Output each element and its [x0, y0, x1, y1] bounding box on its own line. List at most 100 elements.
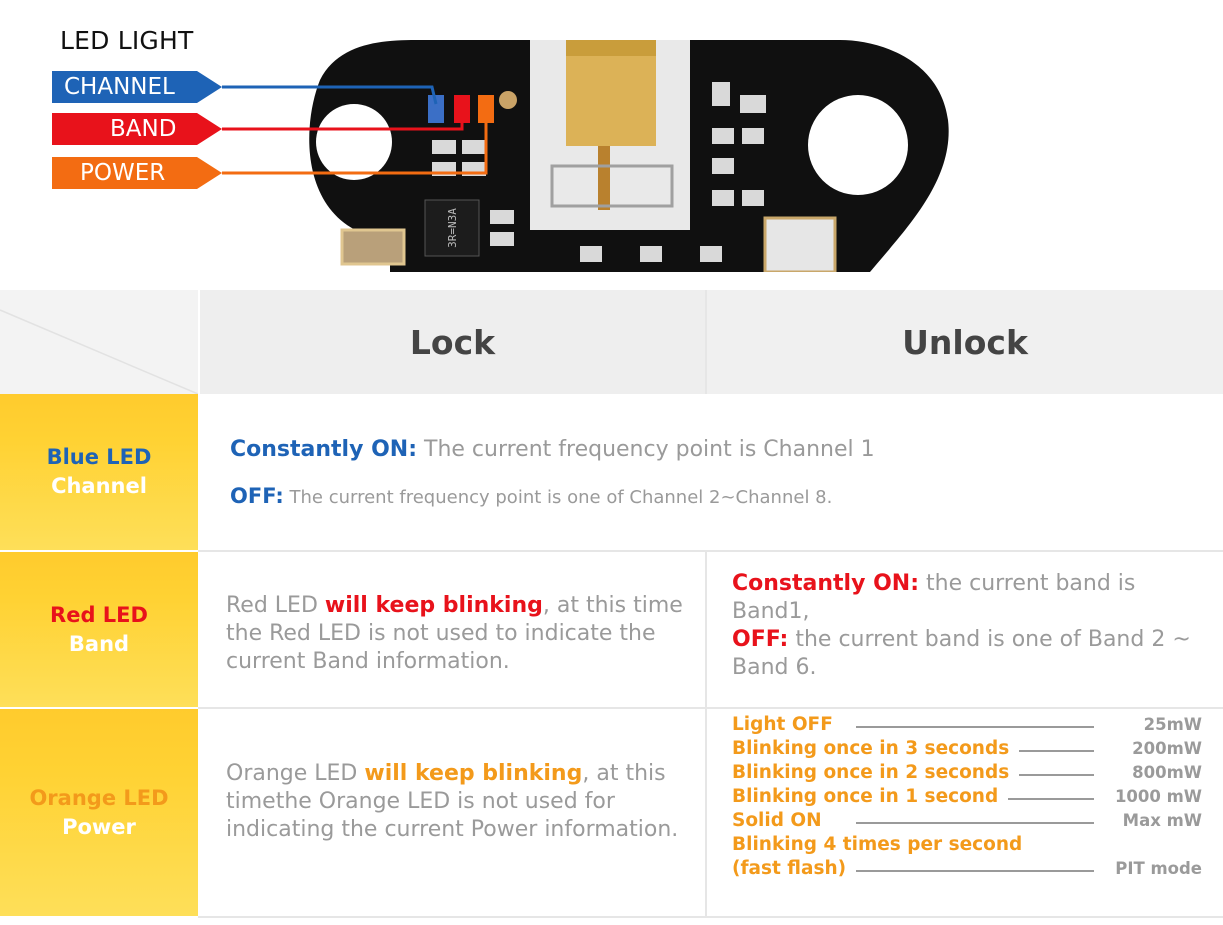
row-label-blue: Blue LED Channel [0, 394, 198, 550]
power-level-state: Solid ON [732, 810, 822, 831]
connector-face [566, 56, 656, 146]
power-level-value: Max mW [1122, 811, 1202, 830]
red-off-key: OFF: [732, 627, 789, 652]
power-level-leader [856, 726, 1094, 728]
component [742, 190, 764, 206]
power-level-row: Light OFF 25mW [732, 714, 1212, 738]
red-lock-post: , at this time the Red LED is not used t… [226, 593, 683, 674]
board-svg: 3R=N3A [222, 40, 949, 272]
power-label: Power [62, 814, 136, 839]
blue-on-key: Constantly ON: [230, 437, 418, 462]
component [700, 246, 722, 262]
component [712, 82, 730, 106]
orange-led-label: Orange LED [29, 785, 169, 810]
component [712, 190, 734, 206]
crystal [763, 216, 837, 272]
component [432, 140, 456, 154]
power-level-state: (fast flash) [732, 858, 847, 879]
red-on-text: the current band is Band1, [732, 571, 1136, 624]
orange-lock-pre: Orange LED [226, 761, 365, 786]
power-level-leader [1008, 798, 1094, 800]
board-illustration: 3R=N3A LED LIGHT CHANNEL BAND POWER [0, 0, 1223, 272]
component [740, 95, 766, 113]
corner-diagonal [0, 309, 199, 395]
channel-leader-line [222, 85, 438, 105]
power-level-value: 25mW [1143, 715, 1202, 734]
power-level-state: Blinking once in 1 second [732, 786, 999, 807]
power-tag: POWER [52, 157, 222, 189]
power-level-row: Solid ON Max mW [732, 810, 1212, 834]
column-separator [705, 552, 707, 916]
band-tag: BAND [52, 113, 222, 145]
band-leader-line [222, 118, 464, 131]
led-status-table: Lock Unlock Blue LED Channel Red LED Ban… [0, 290, 1223, 920]
gold-pad [499, 91, 517, 109]
row-label-red: Red LED Band [0, 552, 198, 707]
component [712, 158, 734, 174]
orange-led [478, 95, 494, 123]
component [490, 210, 514, 224]
component [462, 140, 486, 154]
mount-hole-right [808, 95, 908, 195]
power-level-state: Blinking 4 times per second [732, 834, 1023, 855]
blue-off-key: OFF: [230, 484, 284, 508]
channel-tag: CHANNEL [52, 71, 222, 103]
blue-off: OFF: The current frequency point is one … [230, 482, 1210, 512]
orange-lock-post: , at this timethe Orange LED is not used… [226, 761, 679, 842]
channel-tag-label: CHANNEL [64, 74, 175, 100]
header-unlock: Unlock [707, 290, 1223, 394]
row-separator [198, 550, 1223, 552]
mount-hole-left [316, 104, 392, 180]
power-level-row: Blinking once in 3 seconds 200mW [732, 738, 1212, 762]
power-level-value: 1000 mW [1114, 787, 1202, 806]
power-level-state: Blinking once in 3 seconds [732, 738, 1010, 759]
column-separator [705, 290, 707, 394]
blue-led [428, 95, 444, 123]
red-led [454, 95, 470, 123]
header-lock: Lock [200, 290, 705, 394]
power-level-value: 200mW [1132, 739, 1202, 758]
red-on-key: Constantly ON: [732, 571, 920, 596]
row-separator [198, 707, 1223, 709]
power-level-leader [856, 870, 1094, 872]
power-level-row: Blinking once in 1 second 1000 mW [732, 786, 1212, 810]
red-lock-key: will keep blinking [324, 593, 543, 618]
ic-chip [424, 199, 480, 257]
row-label-orange: Orange LED Power [0, 709, 198, 916]
blue-led-label: Blue LED [46, 445, 152, 469]
component [640, 246, 662, 262]
power-level-value: PIT mode [1115, 859, 1202, 878]
band-tag-label: BAND [110, 116, 177, 142]
power-tag-label: POWER [80, 160, 166, 186]
power-level-leader [1019, 750, 1094, 752]
blue-off-text: The current frequency point is one of Ch… [283, 487, 833, 508]
component [712, 128, 734, 144]
component [742, 128, 764, 144]
chip-marking: 3R=N3A [446, 208, 459, 248]
connector-pin [598, 146, 610, 210]
blue-constantly-on: Constantly ON: The current frequency poi… [230, 436, 1210, 464]
component [490, 232, 514, 246]
power-level-row: Blinking 4 times per second [732, 834, 1212, 858]
power-level-leader [1019, 774, 1094, 776]
power-level-state: Light OFF [732, 714, 833, 735]
band-label: Band [68, 631, 130, 656]
power-level-row: Blinking once in 2 seconds 800mW [732, 762, 1212, 786]
power-level-value: 800mW [1132, 763, 1202, 782]
blue-on-text: The current frequency point is Channel 1 [417, 437, 875, 462]
orange-lock-key: will keep blinking [364, 761, 583, 786]
red-off-text: the current band is one of Band 2 ~ Band… [732, 627, 1191, 680]
red-led-label: Red LED [50, 602, 148, 627]
red-unlock-text: Constantly ON: the current band is Band1… [732, 570, 1202, 682]
power-leader-line [222, 118, 488, 175]
red-lock-pre: Red LED [226, 593, 325, 618]
power-level-row: (fast flash) PIT mode [732, 858, 1212, 882]
power-level-state: Blinking once in 2 seconds [732, 762, 1010, 783]
red-lock-text: Red LED will keep blinking, at this time… [226, 592, 696, 676]
orange-lock-text: Orange LED will keep blinking, at this t… [226, 760, 696, 844]
row-separator [198, 916, 1223, 918]
channel-label: Channel [51, 474, 147, 498]
power-level-list: Light OFF 25mW Blinking once in 3 seconds 2… [732, 714, 1212, 882]
capacitor [340, 228, 406, 266]
component [580, 246, 602, 262]
